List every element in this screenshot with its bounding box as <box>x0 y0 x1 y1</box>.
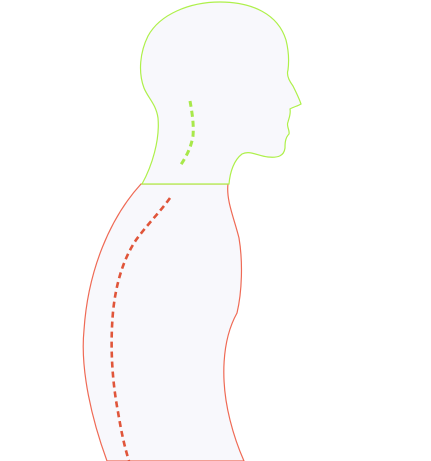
head-neck-outline <box>139 1 302 185</box>
thoracic-lumbar-spine-curve <box>110 197 172 461</box>
torso-outline <box>82 183 245 461</box>
cervical-spine-curve <box>178 100 195 167</box>
